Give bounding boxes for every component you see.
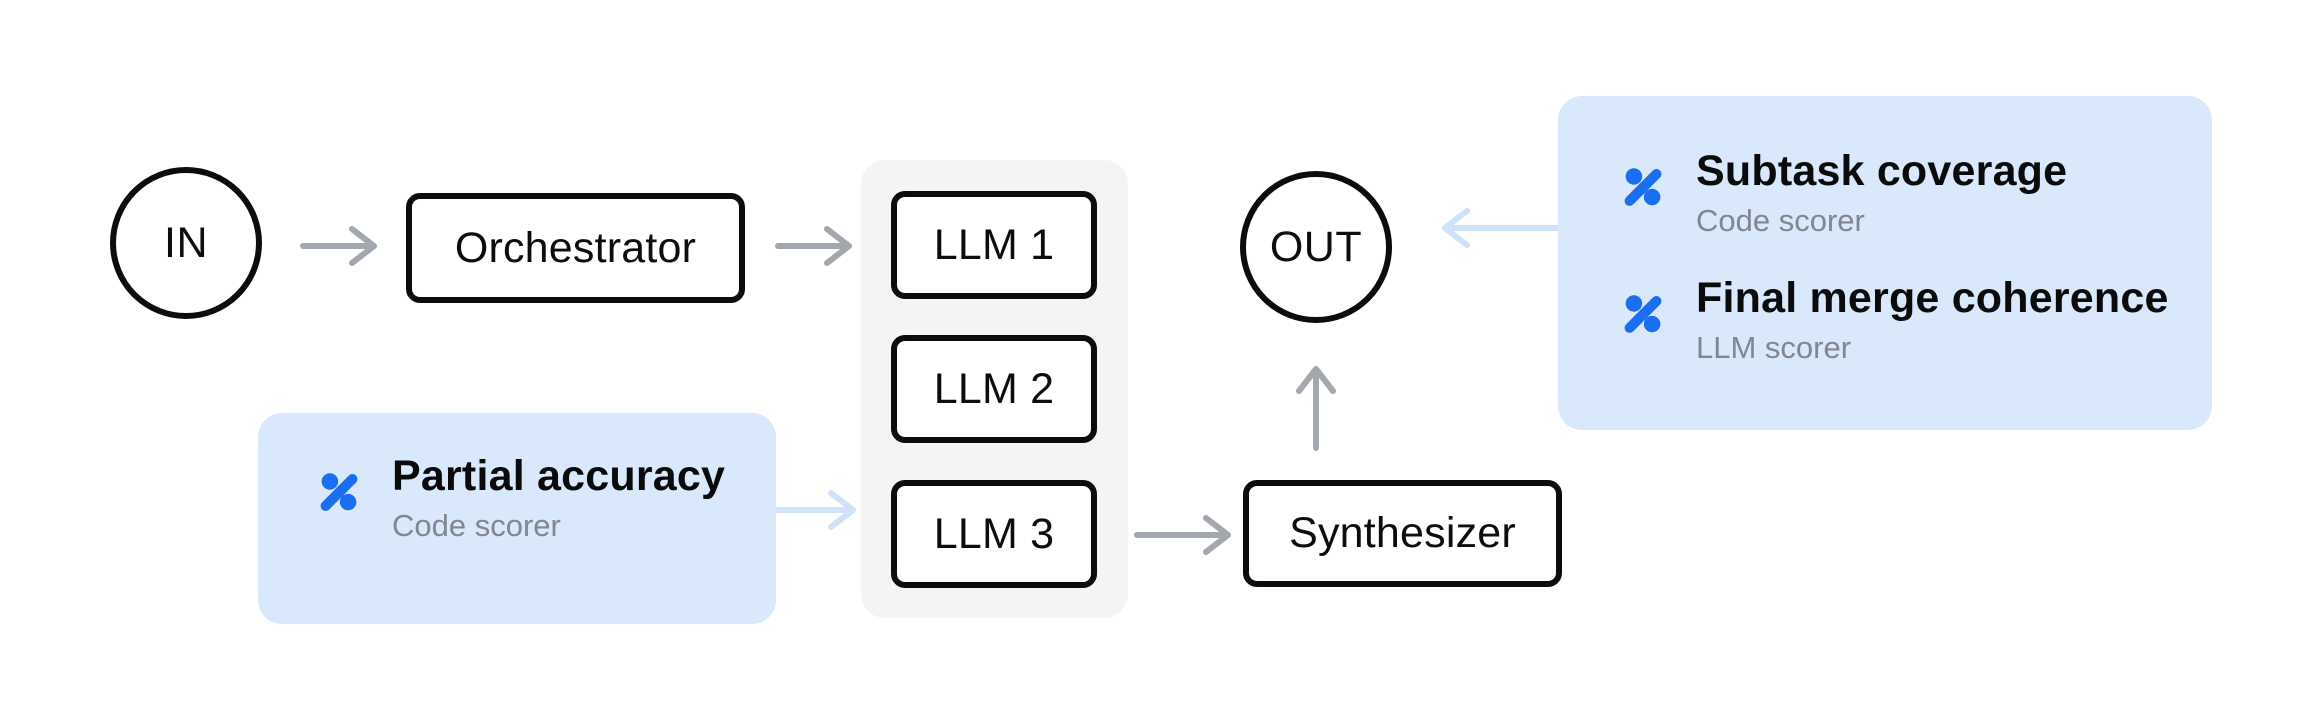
node-in-label: IN bbox=[164, 218, 208, 267]
scorer-entry-partial-accuracy: Partial accuracy Code scorer bbox=[316, 449, 725, 546]
scorer-subtitle: Code scorer bbox=[392, 508, 561, 543]
node-llm2: LLM 2 bbox=[891, 335, 1097, 443]
node-orchestrator-label: Orchestrator bbox=[454, 223, 697, 272]
arrow-partial-accuracy-to-llm3-icon bbox=[772, 487, 858, 533]
node-llm2-label: LLM 2 bbox=[933, 364, 1055, 413]
callout-partial-accuracy: Partial accuracy Code scorer bbox=[258, 413, 776, 624]
scorer-entry-final-merge-coherence: Final merge coherence LLM scorer bbox=[1620, 271, 2169, 368]
callout-output-scorers: Subtask coverage Code scorer Final merge… bbox=[1558, 96, 2212, 430]
arrow-in-to-orchestrator-icon bbox=[299, 223, 379, 269]
percent-scorer-icon bbox=[316, 469, 362, 515]
node-out: OUT bbox=[1240, 171, 1392, 323]
arrow-llm3-to-synthesizer-icon bbox=[1133, 512, 1233, 558]
node-llm1-label: LLM 1 bbox=[933, 220, 1055, 269]
node-llm1: LLM 1 bbox=[891, 191, 1097, 299]
node-llm3-label: LLM 3 bbox=[933, 509, 1055, 558]
scorer-title: Final merge coherence bbox=[1696, 274, 2169, 322]
arrow-output-scorers-to-out-icon bbox=[1440, 205, 1560, 251]
node-orchestrator: Orchestrator bbox=[406, 193, 745, 303]
arrow-orchestrator-to-llms-icon bbox=[774, 223, 854, 269]
scorer-subtitle: Code scorer bbox=[1696, 203, 1865, 238]
scorer-title: Subtask coverage bbox=[1696, 147, 2068, 195]
node-out-label: OUT bbox=[1269, 222, 1363, 271]
node-in: IN bbox=[110, 167, 262, 319]
scorer-subtitle: LLM scorer bbox=[1696, 330, 1852, 365]
arrow-synthesizer-to-out-icon bbox=[1293, 364, 1339, 452]
node-synthesizer-label: Synthesizer bbox=[1289, 509, 1516, 557]
percent-scorer-icon bbox=[1620, 164, 1666, 210]
scorer-entry-subtask-coverage: Subtask coverage Code scorer bbox=[1620, 144, 2067, 241]
node-llm3: LLM 3 bbox=[891, 480, 1097, 588]
percent-scorer-icon bbox=[1620, 291, 1666, 337]
scorer-title: Partial accuracy bbox=[392, 452, 726, 500]
llm-worker-group: LLM 1 LLM 2 LLM 3 bbox=[861, 160, 1128, 618]
node-synthesizer: Synthesizer bbox=[1243, 480, 1562, 587]
